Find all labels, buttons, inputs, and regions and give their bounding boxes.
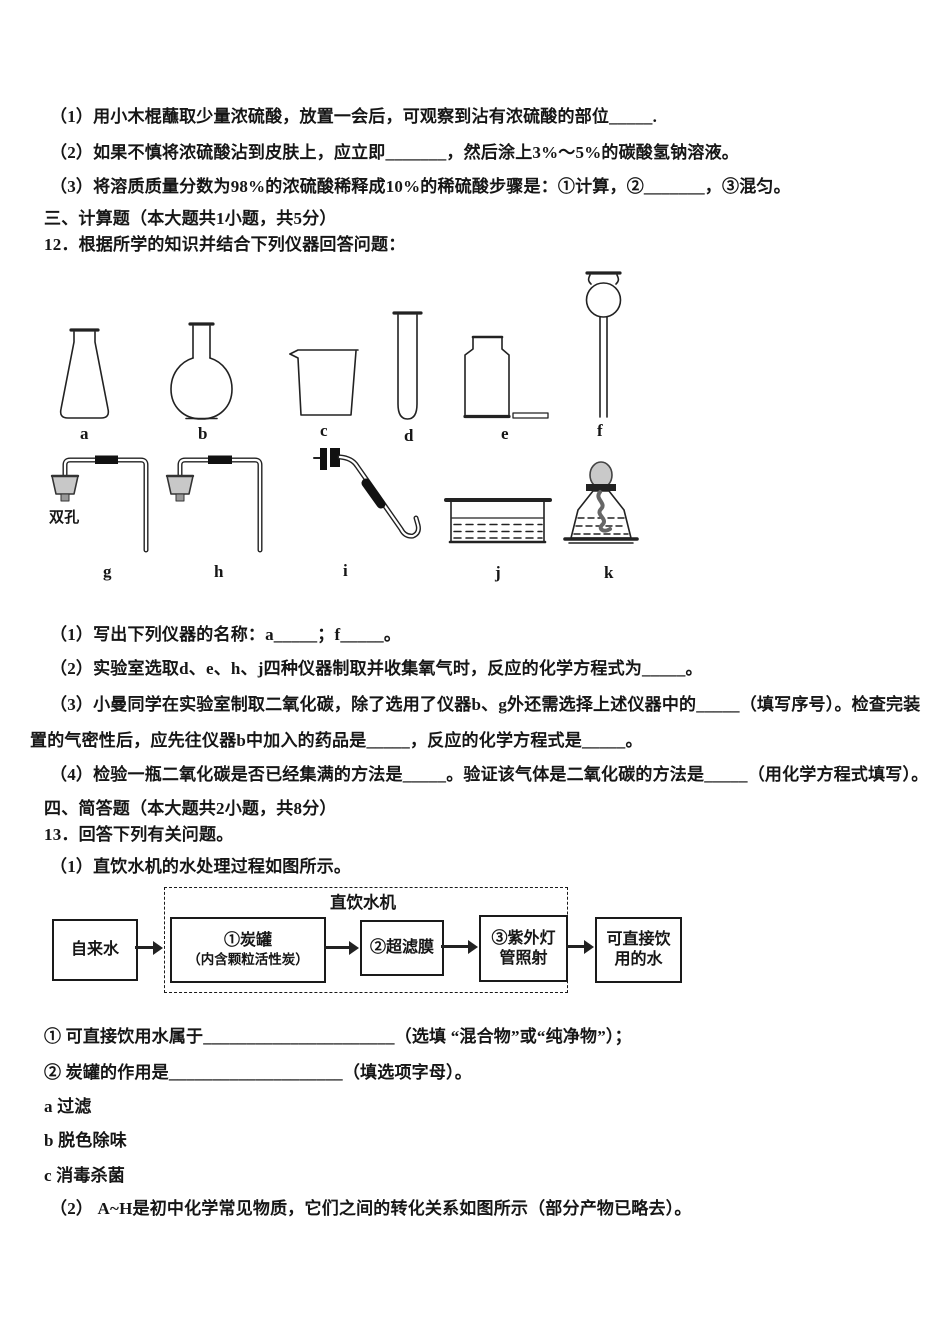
flow-box-tap-water: 自来水: [52, 919, 138, 981]
apparatus-label-k: k: [604, 563, 614, 582]
apparatus-label-d: d: [404, 426, 414, 445]
apparatus-label-c: c: [320, 421, 328, 440]
flow-arrow-2: [324, 940, 359, 955]
flow-arrow-1: [135, 940, 163, 955]
apparatus-label-b: b: [198, 424, 208, 443]
flow-box-uv-line-2: 管照射: [499, 949, 548, 967]
question-11-part-1: （1）用小木棍蘸取少量浓硫酸，放置一会后，可观察到沾有浓硫酸的部位_____.: [50, 107, 658, 126]
question-13-sub-2: ② 炭罐的作用是____________________（填选项字母）。: [44, 1063, 472, 1082]
bent-delivery-tube-icon: [313, 448, 421, 539]
gas-collecting-bottle-icon: [463, 335, 549, 419]
flow-arrow-3: [441, 939, 478, 954]
apparatus-label-a: a: [80, 424, 89, 443]
question-12-part-2: （2）实验室选取d、e、h、j四种仪器制取并收集氧气时，反应的化学方程式为___…: [50, 659, 703, 678]
question-12-part-3-line-1: （3）小曼同学在实验室制取二氧化碳，除了选用了仪器b、g外还需选择上述仪器中的_…: [50, 695, 921, 714]
water-trough-icon: [444, 498, 552, 544]
flow-box-tap-water-label: 自来水: [70, 941, 119, 958]
stopper-tube-icon: [165, 455, 263, 553]
beaker-icon: [289, 349, 359, 416]
question-11-part-3: （3）将溶质质量分数为98%的浓硫酸稀释成10%的稀硫酸步骤是：①计算，②___…: [50, 177, 791, 196]
alcohol-lamp-icon: [563, 461, 639, 544]
question-13-part-1: （1）直饮水机的水处理过程如图所示。: [50, 857, 352, 876]
option-a-filter: a 过滤: [44, 1097, 92, 1116]
flat-bottom-flask-icon: [170, 322, 233, 420]
question-12-part-4: （4）检验一瓶二氧化碳是否已经集满的方法是_____。验证该气体是二氧化碳的方法…: [50, 765, 929, 784]
section-4-header: 四、简答题（本大题共2小题，共8分）: [44, 799, 337, 818]
flow-box-uv-lamp: ③紫外灯 管照射: [479, 915, 568, 982]
flow-box-ultrafiltration-label: ②超滤膜: [369, 939, 434, 956]
question-13-part-2: （2） A~H是初中化学常见物质，它们之间的转化关系如图所示（部分产物已略去）。: [50, 1199, 692, 1218]
apparatus-label-j: j: [495, 563, 501, 582]
conical-flask-icon: [59, 328, 110, 419]
apparatus-label-f: f: [597, 421, 603, 440]
flow-box-carbon-line-2: （内含颗粒活性炭）: [187, 952, 309, 968]
question-12-part-3-line-2: 置的气密性后，应先往仪器b中加入的药品是_____，反应的化学方程式是_____…: [30, 731, 643, 750]
option-c-disinfect-sterilize: c 消毒杀菌: [44, 1166, 125, 1185]
flow-box-carbon-canister: ①炭罐 （内含颗粒活性炭）: [170, 917, 326, 983]
question-12-part-1: （1）写出下列仪器的名称：a_____；f_____。: [50, 625, 402, 644]
apparatus-label-h: h: [214, 562, 224, 581]
flow-arrow-4: [566, 939, 594, 954]
question-12-stem: 12．根据所学的知识并结合下列仪器回答问题：: [44, 235, 406, 254]
section-3-header: 三、计算题（本大题共1小题，共5分）: [44, 209, 337, 228]
question-13-stem: 13．回答下列有关问题。: [44, 825, 234, 844]
long-neck-funnel-icon: [585, 271, 622, 418]
flow-box-drinkable-water: 可直接饮 用的水: [595, 917, 682, 983]
apparatus-label-i: i: [343, 561, 348, 580]
double-hole-label: 双孔: [49, 510, 80, 526]
flow-box-carbon-line-1: ①炭罐: [223, 932, 272, 950]
two-hole-stopper-tube-icon: [50, 455, 149, 553]
question-11-part-2: （2）如果不慎将浓硫酸沾到皮肤上，应立即_______，然后涂上3%～5%的碳酸…: [50, 143, 739, 162]
test-tube-icon: [392, 311, 423, 420]
flow-box-ultrafiltration: ②超滤膜: [360, 920, 444, 976]
flow-machine-title: 直饮水机: [330, 893, 396, 912]
question-13-sub-1: ① 可直接饮用水属于______________________（选填 “混合物…: [44, 1027, 632, 1046]
flow-box-drinkable-line-2: 用的水: [614, 951, 663, 968]
lab-apparatus-diagram: [50, 271, 639, 553]
apparatus-label-g: g: [103, 562, 112, 581]
flow-box-drinkable-line-1: 可直接饮: [606, 931, 671, 948]
flow-box-uv-line-1: ③紫外灯: [491, 929, 556, 947]
option-b-decolorize-deodorize: b 脱色除味: [44, 1131, 127, 1150]
apparatus-label-e: e: [501, 424, 509, 443]
